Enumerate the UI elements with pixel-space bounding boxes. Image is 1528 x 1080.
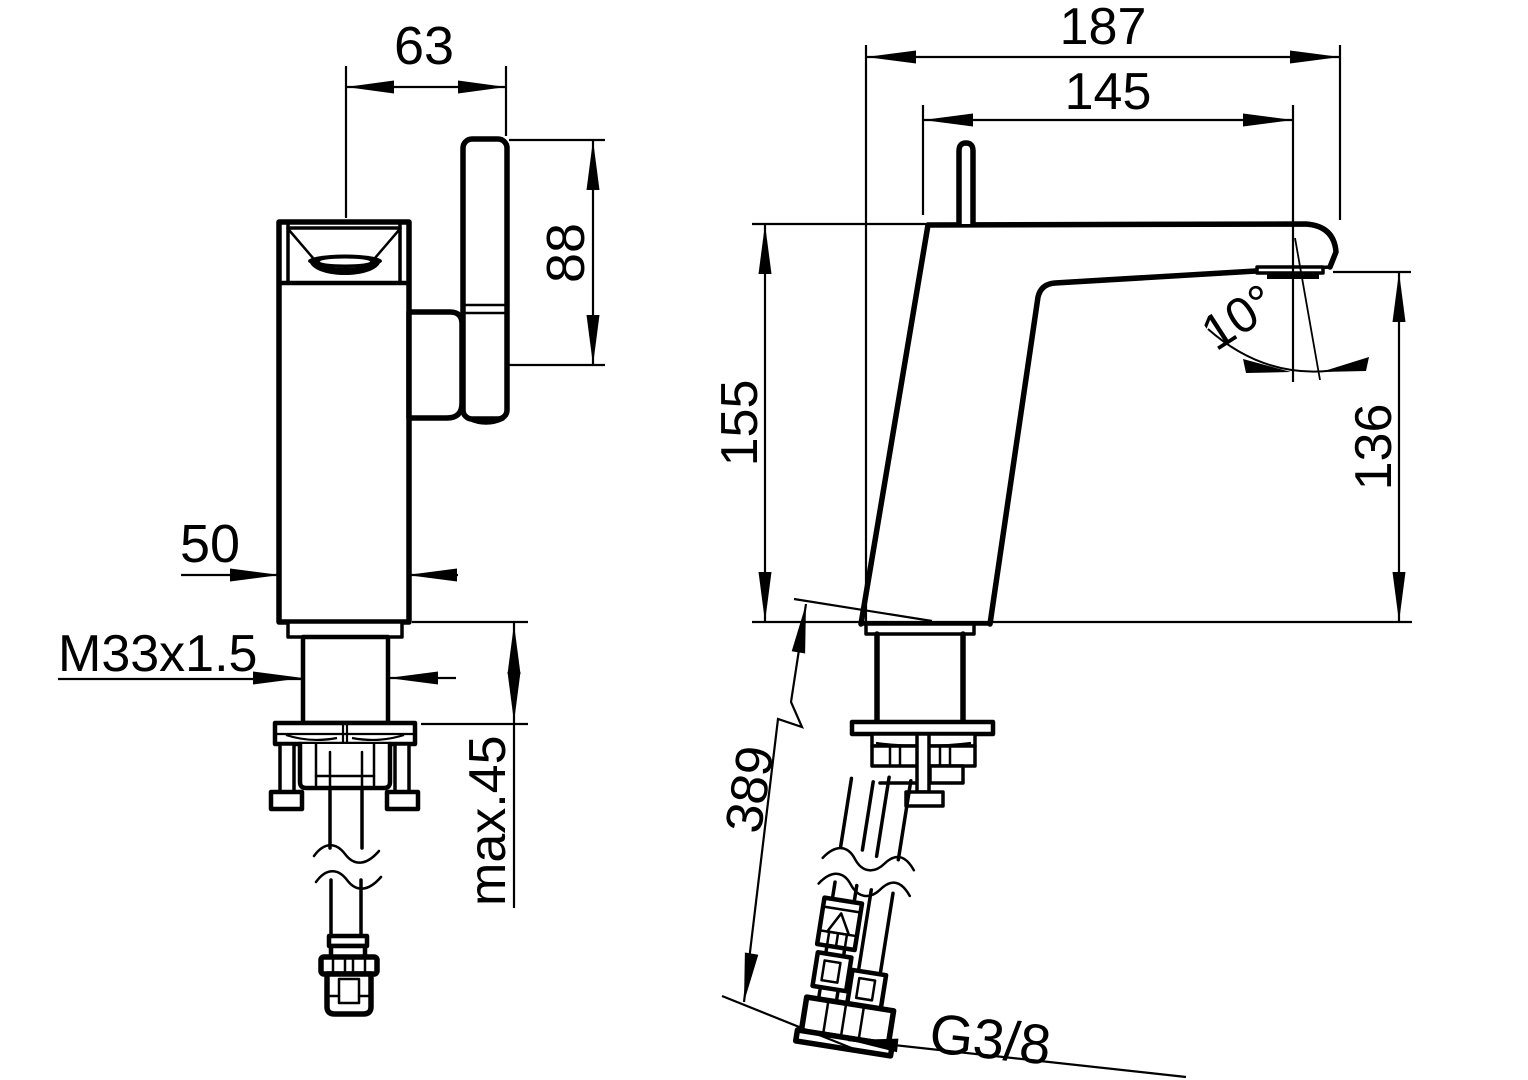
dim-overall-height: 155: [711, 222, 926, 622]
dim-deck-thickness: max.45: [412, 620, 528, 908]
aerator-side: [1255, 265, 1325, 279]
dim-label-145: 145: [1065, 63, 1152, 121]
hose-check-valve: [814, 895, 865, 953]
dim-spout-reach: 145: [921, 63, 1295, 382]
dim-spout-angle: 10°: [1191, 237, 1369, 381]
handle-pin: [956, 140, 976, 227]
dim-hose-length: 389: [715, 597, 933, 1051]
dim-handle-height: 88: [509, 138, 605, 367]
left-view: 63 88 50 M33x1.5: [58, 16, 605, 1017]
dim-connection-thread: G3/8: [847, 1001, 1187, 1079]
dim-label-50: 50: [180, 514, 240, 574]
dim-outlet-height: 136: [1333, 270, 1411, 622]
dim-label-63: 63: [394, 16, 454, 76]
mounting-hardware-side: [849, 624, 996, 808]
dim-label-389: 389: [715, 742, 786, 837]
mounting-hardware-front: [268, 620, 421, 812]
dim-label-136: 136: [1345, 404, 1403, 491]
handle-lever-front: [406, 136, 510, 425]
dim-label-88: 88: [536, 223, 596, 283]
dim-label-10deg: 10°: [1191, 273, 1285, 361]
dim-label-m33: M33x1.5: [58, 625, 257, 683]
supply-hoses-side: [792, 775, 916, 1059]
faucet-body-front: [276, 219, 412, 625]
dim-label-155: 155: [711, 380, 769, 467]
right-view: 187 145 155 136: [711, 0, 1412, 1079]
dim-handle-offset: 63: [344, 16, 508, 218]
dim-label-max45: max.45: [459, 735, 517, 906]
dim-label-g38: G3/8: [927, 1001, 1054, 1076]
faucet-body-side: [858, 140, 1339, 627]
aerator-front: [308, 254, 382, 275]
dim-mounting-thread: M33x1.5: [58, 625, 456, 685]
hose-end-fittings: [792, 994, 897, 1059]
supply-hose-front: [312, 786, 383, 1017]
dim-overall-projection: 187: [864, 0, 1342, 624]
dim-body-width: 50: [180, 514, 458, 582]
dim-label-187: 187: [1060, 0, 1147, 56]
